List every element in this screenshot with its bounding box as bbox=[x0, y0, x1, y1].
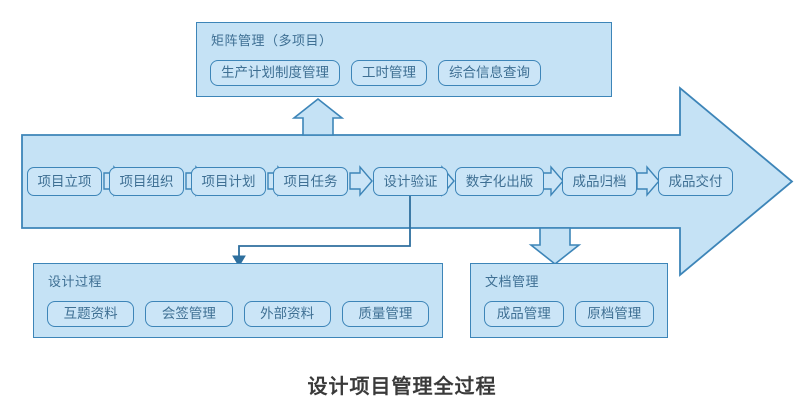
design-process-panel-title: 设计过程 bbox=[48, 274, 103, 289]
document-management-panel-items: 成品管理 原档管理 bbox=[484, 301, 654, 327]
matrix-item-production-plan[interactable]: 生产计划制度管理 bbox=[210, 60, 340, 86]
matrix-item-worktime[interactable]: 工时管理 bbox=[351, 60, 427, 86]
flow-stage-digital-publishing[interactable]: 数字化出版 bbox=[455, 167, 544, 196]
matrix-panel-items: 生产计划制度管理 工时管理 综合信息查询 bbox=[210, 60, 598, 86]
design-process-item-countersign[interactable]: 会签管理 bbox=[145, 301, 233, 327]
flow-stage-product-delivery[interactable]: 成品交付 bbox=[658, 167, 733, 196]
matrix-item-info-query[interactable]: 综合信息查询 bbox=[438, 60, 541, 86]
flow-stage-product-archiving[interactable]: 成品归档 bbox=[562, 167, 637, 196]
design-process-item-external-material[interactable]: 外部资料 bbox=[243, 301, 331, 327]
flow-stage-project-plan[interactable]: 项目计划 bbox=[191, 167, 266, 196]
matrix-management-panel: 矩阵管理（多项目） 生产计划制度管理 工时管理 综合信息查询 bbox=[196, 22, 612, 97]
flow-stage-project-organization[interactable]: 项目组织 bbox=[109, 167, 184, 196]
flow-stage-project-task[interactable]: 项目任务 bbox=[273, 167, 348, 196]
matrix-panel-title: 矩阵管理（多项目） bbox=[211, 33, 333, 48]
elbow-connector-line bbox=[238, 196, 411, 258]
document-management-panel-title: 文档管理 bbox=[485, 274, 540, 289]
document-management-panel: 文档管理 成品管理 原档管理 bbox=[470, 263, 668, 338]
stage-connector-arrow-7 bbox=[636, 165, 660, 197]
design-process-item-topic-material[interactable]: 互题资料 bbox=[47, 301, 135, 327]
stage-connector-arrow-4 bbox=[349, 165, 373, 197]
down-block-arrow-icon bbox=[528, 227, 582, 266]
design-process-item-quality[interactable]: 质量管理 bbox=[341, 301, 429, 327]
design-process-panel-items: 互题资料 会签管理 外部资料 质量管理 bbox=[47, 301, 429, 327]
flow-stage-design-verification[interactable]: 设计验证 bbox=[373, 167, 448, 196]
doc-management-item-finished-product[interactable]: 成品管理 bbox=[484, 301, 564, 327]
doc-management-item-original-archive[interactable]: 原档管理 bbox=[574, 301, 654, 327]
design-process-panel: 设计过程 互题资料 会签管理 外部资料 质量管理 bbox=[33, 263, 443, 338]
diagram-caption: 设计项目管理全过程 bbox=[307, 376, 497, 398]
flow-stage-project-initiation[interactable]: 项目立项 bbox=[27, 167, 102, 196]
elbow-connector-arrowhead bbox=[232, 255, 246, 267]
up-block-arrow-icon bbox=[291, 97, 345, 136]
